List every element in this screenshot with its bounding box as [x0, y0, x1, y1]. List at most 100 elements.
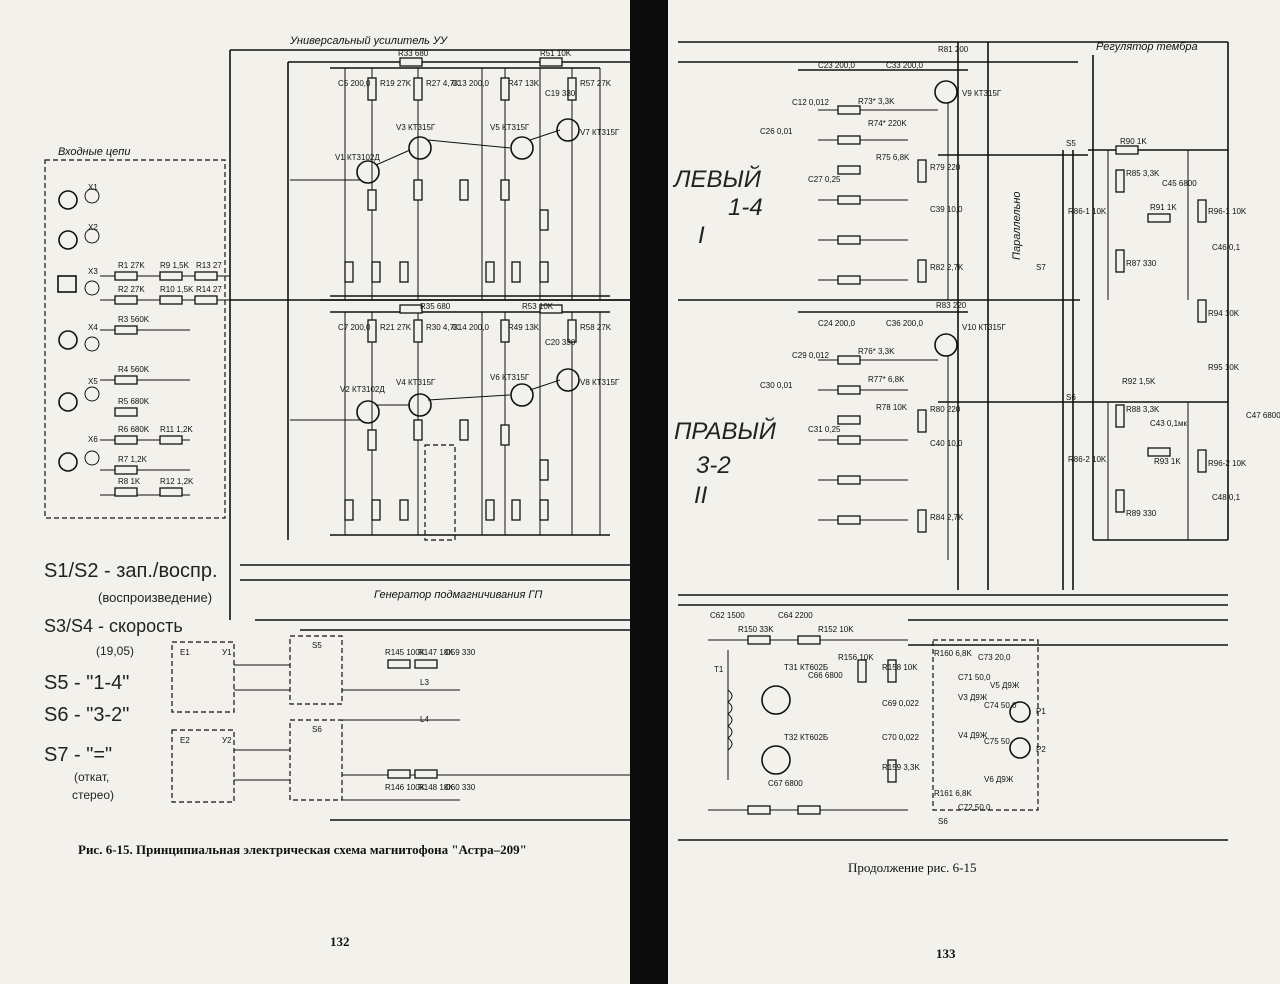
label-r75: R75 6,8K — [876, 153, 910, 162]
label-l4: L4 — [420, 715, 429, 724]
label-p2: P2 — [1036, 745, 1046, 754]
label-r86-1: R86-1 10K — [1068, 207, 1107, 216]
label-r33: R33 680 — [398, 49, 429, 58]
label-v6: V6 КТ315Г — [490, 373, 530, 382]
label-r81: R81 200 — [938, 45, 969, 54]
book-gutter — [630, 0, 668, 984]
label-v5-right: V5 Д9Ж — [990, 681, 1020, 690]
label-v1: V1 КТ3102Д — [335, 153, 380, 162]
label-r147: R147 18K — [418, 648, 454, 657]
label-r1: R1 27K — [118, 261, 145, 270]
label-r10: R10 1,5K — [160, 285, 194, 294]
label-r152: R152 10K — [818, 625, 854, 634]
tone-eq-bottom — [818, 333, 958, 560]
label-s6-gen: S6 — [938, 817, 948, 826]
label-r96-2: R96-2 10K — [1208, 459, 1247, 468]
left-schematic: Универсальный усилитель УУ Входные цепи … — [44, 35, 630, 821]
label-v7: V7 КТ315Г — [580, 128, 620, 137]
label-r83: R83 220 — [936, 301, 967, 310]
label-r95: R95 10K — [1208, 363, 1240, 372]
label-r57: R57 27K — [580, 79, 612, 88]
label-s5-right: S5 — [1066, 139, 1076, 148]
label-c40: C40 10,0 — [930, 439, 963, 448]
label-r27: R27 4,7K — [426, 79, 460, 88]
note-left-channel: ЛЕВЫЙ — [674, 166, 761, 193]
generator-section-title: Генератор подмагничивания ГП — [374, 589, 542, 601]
note-s6: S6 - "3-2" — [44, 704, 130, 726]
label-e1: E1 — [180, 648, 190, 657]
label-c64: C64 2200 — [778, 611, 813, 620]
label-r145: R145 100K — [385, 648, 426, 657]
label-x6: X6 — [88, 435, 98, 444]
label-c45: C45 6800 — [1162, 179, 1197, 188]
note-otkat: (откат, — [74, 770, 110, 784]
right-figure-caption: Продолжение рис. 6-15 — [848, 860, 977, 875]
left-component-labels: C5 200,0 R19 27K R27 4,7K C13 200,0 R47 … — [88, 49, 620, 792]
label-r8: R8 1K — [118, 477, 141, 486]
note-stereo: стерео) — [72, 788, 115, 802]
input-circuits — [44, 159, 230, 519]
label-s6: S6 — [312, 725, 322, 734]
label-r90: R90 1K — [1120, 137, 1147, 146]
label-r80: R80 220 — [930, 405, 961, 414]
label-r93: R93 1K — [1154, 457, 1181, 466]
label-c73: C73 20,0 — [978, 653, 1011, 662]
label-r88: R88 3,3K — [1126, 405, 1160, 414]
right-component-labels: C23 200,0 C33 200,0 R81 200 V9 КТ315Г C1… — [710, 45, 1280, 826]
label-v10: V10 КТ315Г — [962, 323, 1006, 332]
label-s6-right: S6 — [1066, 393, 1076, 402]
note-s5: S5 - "1-4" — [44, 672, 130, 694]
label-v4-right: V4 Д9Ж — [958, 731, 988, 740]
label-c67: C67 6800 — [768, 779, 803, 788]
label-r74: R74* 220K — [868, 119, 907, 128]
label-y2: У2 — [222, 736, 232, 745]
label-r158: R158 10K — [882, 663, 918, 672]
label-r7: R7 1,2K — [118, 455, 148, 464]
label-r146: R146 100K — [385, 783, 426, 792]
label-r85: R85 3,3K — [1126, 169, 1160, 178]
label-c33: C33 200,0 — [886, 61, 923, 70]
label-r13: R13 27 — [196, 261, 222, 270]
label-c20: C20 330 — [545, 338, 576, 347]
label-s5: S5 — [312, 641, 322, 650]
label-r159: R159 3,3K — [882, 763, 920, 772]
label-r92: R92 1,5K — [1122, 377, 1156, 386]
label-c13: C13 200,0 — [452, 79, 489, 88]
label-v5: V5 КТ315Г — [490, 123, 530, 132]
head-switching — [171, 635, 630, 803]
label-c29: C29 0,012 — [792, 351, 829, 360]
note-s3-s4: S3/S4 - скорость — [44, 616, 183, 636]
label-c71: C71 50,0 — [958, 673, 991, 682]
label-c75: C75 50 — [984, 737, 1010, 746]
label-x2: X2 — [88, 223, 98, 232]
label-v8: V8 КТ315Г — [580, 378, 620, 387]
label-c48: C48 0,1 — [1212, 493, 1241, 502]
label-c30: C30 0,01 — [760, 381, 793, 390]
label-x3: X3 — [88, 267, 98, 276]
label-r77: R77* 6,8K — [868, 375, 905, 384]
label-r19: R19 27K — [380, 79, 412, 88]
label-v9: V9 КТ315Г — [962, 89, 1002, 98]
label-r148: R148 18K — [418, 783, 454, 792]
label-c70: C70 0,022 — [882, 733, 919, 742]
generator-circuit-right — [708, 635, 1039, 815]
label-r84: R84 2,7K — [930, 513, 964, 522]
left-figure-caption: Рис. 6-15. Принципиальная электрическая … — [78, 842, 527, 857]
tone-control-block — [1107, 145, 1207, 540]
label-c27: C27 0,25 — [808, 175, 841, 184]
note-1-4: 1-4 — [728, 194, 763, 221]
label-r160: R160 6,8K — [934, 649, 972, 658]
label-r82: R82 2,7K — [930, 263, 964, 272]
label-x4: X4 — [88, 323, 98, 332]
label-r9: R9 1,5K — [160, 261, 190, 270]
label-v3: V3 КТ315Г — [396, 123, 436, 132]
amplifier-section-title: Универсальный усилитель УУ — [289, 35, 448, 47]
label-r58: R58 27K — [580, 323, 612, 332]
label-r78: R78 10K — [876, 403, 908, 412]
right-page: Регулятор тембра Параллельно — [668, 0, 1280, 984]
label-r89: R89 330 — [1126, 509, 1157, 518]
label-r156: R156 10K — [838, 653, 874, 662]
label-x5: X5 — [88, 377, 98, 386]
label-r96-1: R96-1 10K — [1208, 207, 1247, 216]
